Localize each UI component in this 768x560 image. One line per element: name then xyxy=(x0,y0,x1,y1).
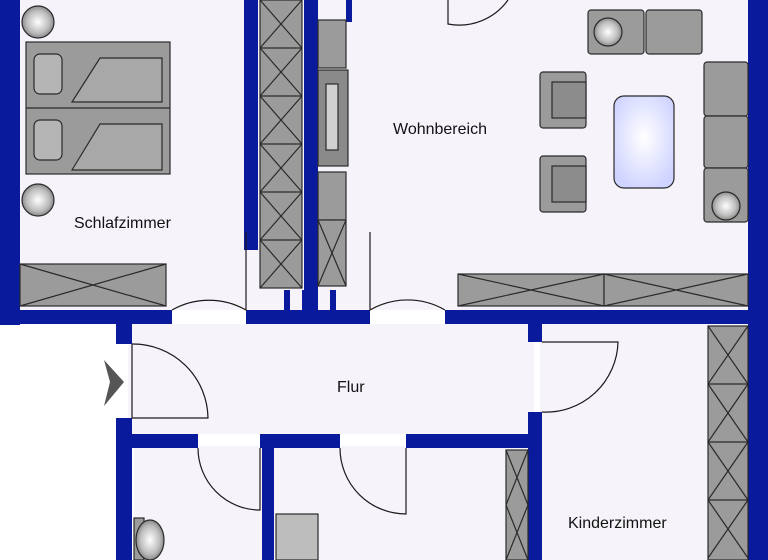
room-label-kinderzimmer: Kinderzimmer xyxy=(568,515,667,532)
sideboard xyxy=(457,273,749,307)
wall xyxy=(302,290,318,312)
wall xyxy=(0,0,20,325)
storage-shelf xyxy=(505,449,529,560)
sofa-top xyxy=(587,9,703,55)
room-label-wohnbereich: Wohnbereich xyxy=(393,121,487,138)
washing-machine xyxy=(275,513,319,560)
door-top-wohnbereich xyxy=(447,0,509,26)
armchair xyxy=(539,71,587,129)
room-label-schlafzimmer: Schlafzimmer xyxy=(74,215,172,232)
wall xyxy=(304,0,318,290)
lamp-icon xyxy=(711,191,741,221)
sofa-right xyxy=(703,61,749,223)
wardrobe-kinderzimmer xyxy=(707,325,749,560)
lamp-icon xyxy=(21,183,55,217)
lamp-icon xyxy=(21,5,55,39)
wall xyxy=(330,290,336,312)
wall xyxy=(406,434,542,448)
wall xyxy=(284,290,290,312)
wall xyxy=(0,310,172,324)
coffee-table xyxy=(613,95,675,189)
door-bad xyxy=(197,447,261,511)
wardrobe xyxy=(19,263,167,307)
wall xyxy=(445,310,768,324)
wall xyxy=(260,434,340,448)
room-label-flur: Flur xyxy=(337,379,365,396)
door-abstell xyxy=(339,447,407,515)
wall xyxy=(246,310,370,324)
door-wohnbereich xyxy=(369,232,446,312)
wall xyxy=(748,0,768,560)
lamp-icon xyxy=(593,17,623,47)
doors xyxy=(131,0,619,515)
wall xyxy=(346,0,352,22)
wall xyxy=(528,412,542,560)
sink-icon xyxy=(133,517,165,560)
wall xyxy=(244,0,258,250)
wall xyxy=(528,324,542,342)
wall xyxy=(116,434,198,448)
floor-flur xyxy=(128,324,534,434)
wall xyxy=(262,446,274,560)
door-entrance xyxy=(131,343,209,419)
bed xyxy=(25,41,171,175)
door-kinderzimmer xyxy=(541,341,619,413)
kitchen-cabinets xyxy=(259,0,349,289)
armchair xyxy=(539,155,587,213)
wall-opening xyxy=(318,294,330,306)
wall xyxy=(116,324,132,344)
wall-opening xyxy=(290,294,302,306)
door-schlafzimmer xyxy=(171,232,247,312)
entrance-arrow-icon xyxy=(104,360,124,406)
wall xyxy=(116,418,132,560)
